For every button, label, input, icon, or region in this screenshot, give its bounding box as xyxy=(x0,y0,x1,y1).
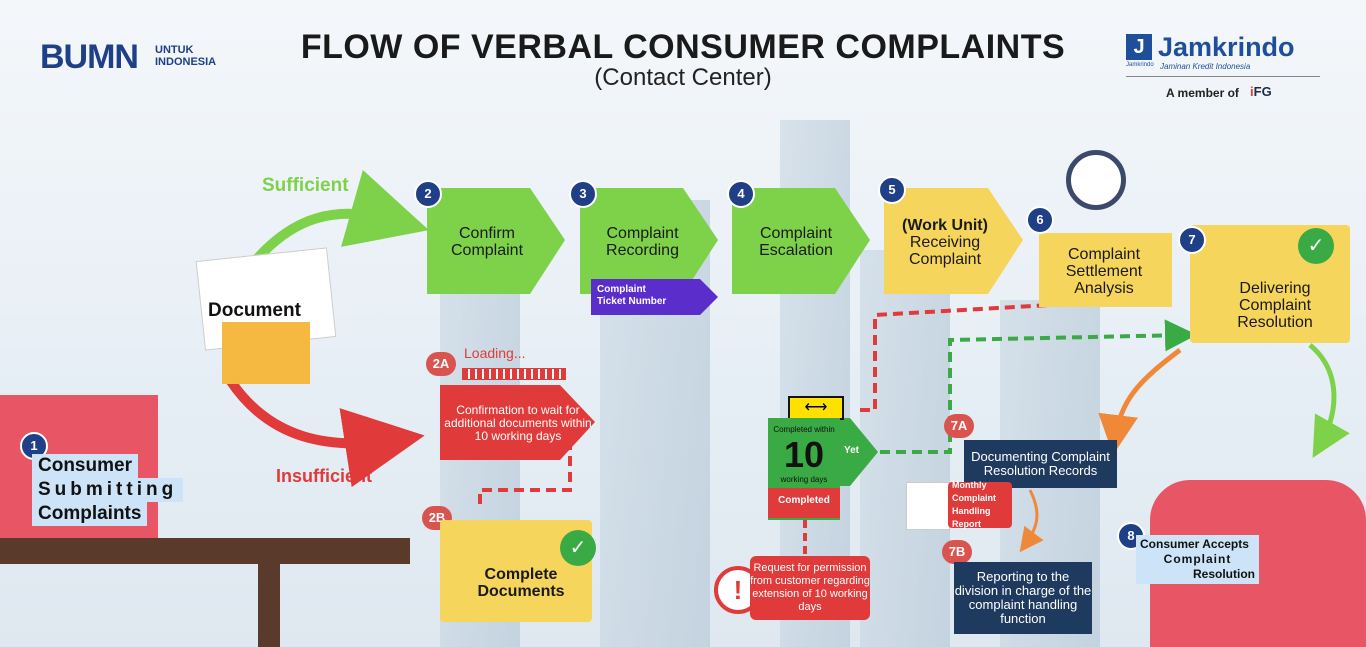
step-5-label: (Work Unit) Receiving Complaint xyxy=(902,216,988,268)
monthly-report-label: Monthly Complaint Handling Report xyxy=(948,480,1012,529)
insufficient-arrow xyxy=(225,377,425,488)
page-subtitle: (Contact Center) xyxy=(594,64,772,91)
completed-label: Completed xyxy=(768,488,840,518)
step-2b-label: Complete Documents xyxy=(477,566,565,600)
analysis-magnifier-icon xyxy=(1066,150,1126,210)
working-days-label: working days xyxy=(780,475,828,484)
step-7-label: Delivering Complaint Resolution xyxy=(1237,279,1313,331)
step-6-number: 6 xyxy=(1026,206,1054,234)
step-3-number: 3 xyxy=(569,180,597,208)
dashed-10-to-5 xyxy=(860,303,1051,412)
document-folder-icon xyxy=(222,322,310,384)
arrow-7-to-7a xyxy=(1098,348,1182,455)
desk xyxy=(0,538,410,564)
jamkrindo-tagline: Jaminan Kredit Indonesia xyxy=(1160,62,1251,71)
check-icon: ✓ xyxy=(1298,228,1334,264)
step-1-label: Consumer Submitting Complaints xyxy=(32,454,184,526)
page-title: FLOW OF VERBAL CONSUMER COMPLAINTS xyxy=(300,28,1066,66)
ticket-shape xyxy=(591,279,718,315)
step-3-shape xyxy=(580,188,718,294)
step-4-number: 4 xyxy=(727,180,755,208)
loading-bar xyxy=(462,368,566,380)
divider xyxy=(1126,76,1320,77)
check-icon: ✓ xyxy=(560,530,596,566)
step-5-number: 5 xyxy=(878,176,906,204)
step-2a-label: Confirmation to wait for additional docu… xyxy=(444,402,592,443)
step-6-shape xyxy=(1039,233,1172,307)
report-chart-icon xyxy=(906,482,950,530)
jamkrindo-logo: Jamkrindo xyxy=(1158,32,1295,62)
step-2a-number: 2A xyxy=(426,352,456,376)
loading-label: Loading... xyxy=(464,345,526,361)
sufficient-label: Sufficient xyxy=(262,175,349,196)
dashed-2a-2b xyxy=(478,440,572,510)
document-label: Document xyxy=(208,300,301,321)
step-4-label: Complaint Escalation xyxy=(759,225,833,259)
ten-label: 10 xyxy=(783,434,825,475)
completed-within-label: Completed within xyxy=(773,425,835,434)
step-7b-label: Reporting to the division in charge of t… xyxy=(954,562,1092,634)
step-7-number: 7 xyxy=(1178,226,1206,254)
desk-leg xyxy=(258,564,280,647)
member-of-text: A member of xyxy=(1166,86,1239,100)
step-2-number: 2 xyxy=(414,180,442,208)
ifg-logo: iFG xyxy=(1250,84,1272,99)
arrow-7a-to-7b xyxy=(1019,489,1044,553)
step-6-label: Complaint Settlement Analysis xyxy=(1065,245,1143,297)
step-2-shape xyxy=(427,188,565,294)
jamkrindo-small: Jamkrindo xyxy=(1126,62,1154,68)
step-5-shape xyxy=(884,188,1023,294)
yet-label: Yet xyxy=(844,445,860,456)
complaint-ticket-label: Complaint Ticket Number xyxy=(597,284,667,307)
step-2a-shape xyxy=(440,385,595,460)
step-8-label: Consumer Accepts Complaint Resolution xyxy=(1136,535,1259,584)
arrow-7-to-8 xyxy=(1308,343,1350,459)
double-arrow-icon: ⟷ xyxy=(788,396,844,420)
permission-request-label: Request for permission from customer reg… xyxy=(750,556,870,620)
dashed-yet-to-7 xyxy=(880,319,1197,454)
yet-arrow-shape xyxy=(838,418,878,486)
step-3-label: Complaint Recording xyxy=(606,225,679,259)
step-7a-number: 7A xyxy=(944,414,974,438)
insufficient-label: Insufficient xyxy=(276,466,373,486)
step-2-label: Confirm Complaint xyxy=(450,225,524,259)
step-7b-number: 7B xyxy=(942,540,972,564)
jamkrindo-logo-mark: J xyxy=(1126,34,1152,60)
step-7a-label: Documenting Complaint Resolution Records xyxy=(964,440,1117,488)
step-4-shape xyxy=(732,188,870,294)
bumn-logo: BUMN xyxy=(40,38,139,76)
